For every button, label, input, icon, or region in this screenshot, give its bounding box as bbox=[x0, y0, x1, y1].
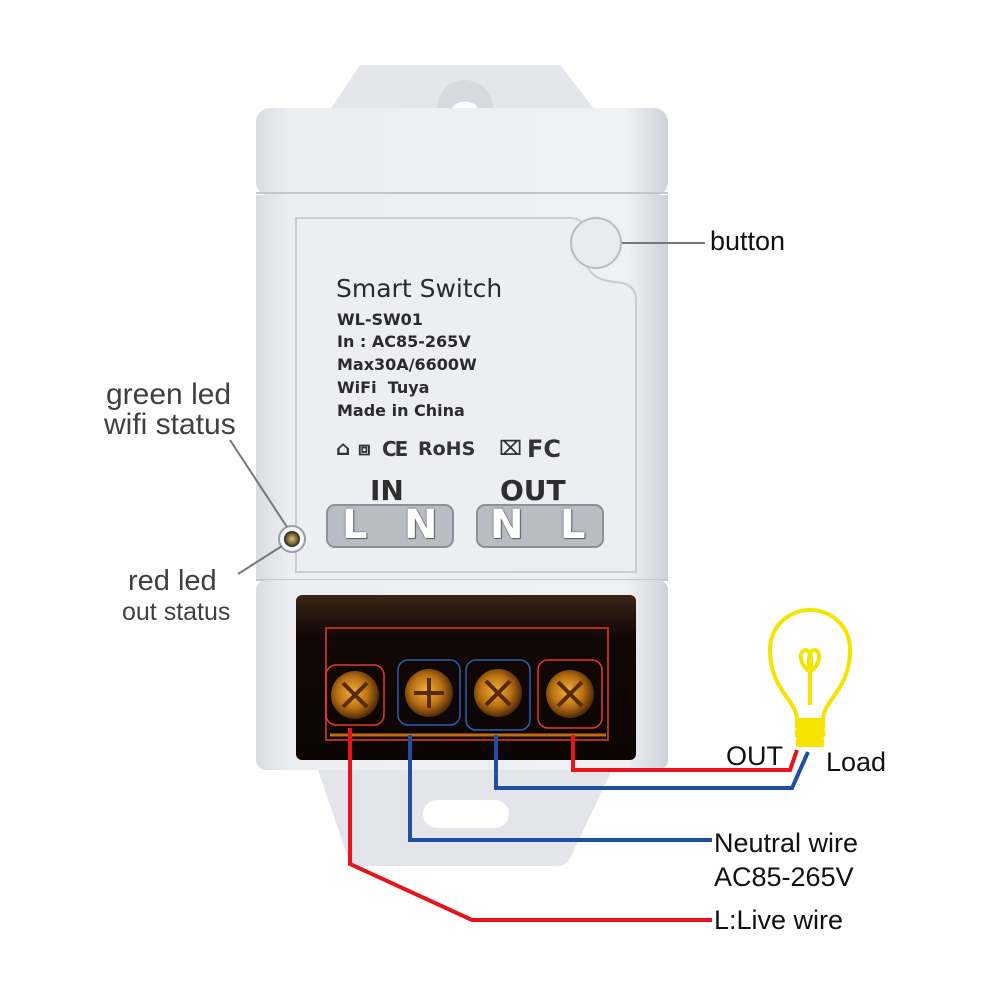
in-terminal-l: L bbox=[342, 502, 368, 548]
out-terminal-n: N bbox=[490, 502, 524, 548]
device-model: WL-SW01 bbox=[337, 310, 423, 329]
light-bulb-icon bbox=[768, 608, 852, 747]
neutral-in-wire bbox=[408, 735, 712, 842]
device-max-rating: Max30A/6600W bbox=[337, 355, 477, 374]
in-terminal-n: N bbox=[404, 502, 438, 548]
red-led-callout-line2: out status bbox=[122, 598, 231, 626]
neutral-wire-callout-line2: AC85-265V bbox=[714, 862, 854, 892]
green-led-callout-line1: green led bbox=[106, 378, 232, 411]
screw-terminal-live-out[interactable] bbox=[537, 659, 603, 729]
neutral-out-wire bbox=[494, 735, 810, 790]
green-led-callout-line2: wifi status bbox=[104, 408, 236, 441]
green-led-leader-line bbox=[229, 439, 288, 528]
device-origin: Made in China bbox=[337, 401, 465, 420]
top-mounting-tab bbox=[330, 65, 595, 110]
live-out-wire bbox=[571, 735, 799, 772]
live-wire-callout: L:Live wire bbox=[714, 905, 844, 935]
fc-mark: FC bbox=[527, 435, 562, 463]
out-callout: OUT bbox=[726, 741, 783, 771]
double-insulation-icon: ⧈ bbox=[358, 436, 371, 460]
out-terminal-l: L bbox=[560, 502, 586, 548]
weee-bin-icon: ⌧ bbox=[499, 436, 523, 460]
out-label: OUT bbox=[500, 474, 566, 507]
home-icon: ⌂ bbox=[336, 436, 351, 460]
out-terminal-plate bbox=[476, 504, 604, 548]
screw-terminal-neutral-out[interactable] bbox=[465, 659, 531, 731]
device-title: Smart Switch bbox=[336, 274, 503, 303]
ce-mark: CE bbox=[382, 437, 408, 461]
neutral-wire-callout-line1: Neutral wire bbox=[714, 828, 859, 858]
status-led bbox=[278, 525, 306, 553]
screw-terminal-neutral-in[interactable] bbox=[397, 659, 461, 726]
load-callout: Load bbox=[826, 747, 887, 777]
button-callout: button bbox=[710, 226, 786, 256]
rohs-mark: RoHS bbox=[418, 438, 476, 460]
screw-terminal-live-in[interactable] bbox=[325, 664, 385, 726]
housing-lid bbox=[256, 108, 668, 196]
pairing-button[interactable] bbox=[570, 217, 622, 269]
live-in-wire bbox=[348, 728, 712, 922]
in-terminal-plate bbox=[326, 504, 454, 548]
red-led-leader-line bbox=[237, 545, 283, 575]
device-protocol: WiFi Tuya bbox=[337, 378, 430, 397]
device-input-rating: In : AC85-265V bbox=[337, 332, 471, 351]
red-led-callout-line1: red led bbox=[128, 565, 217, 597]
in-label: IN bbox=[370, 474, 404, 507]
